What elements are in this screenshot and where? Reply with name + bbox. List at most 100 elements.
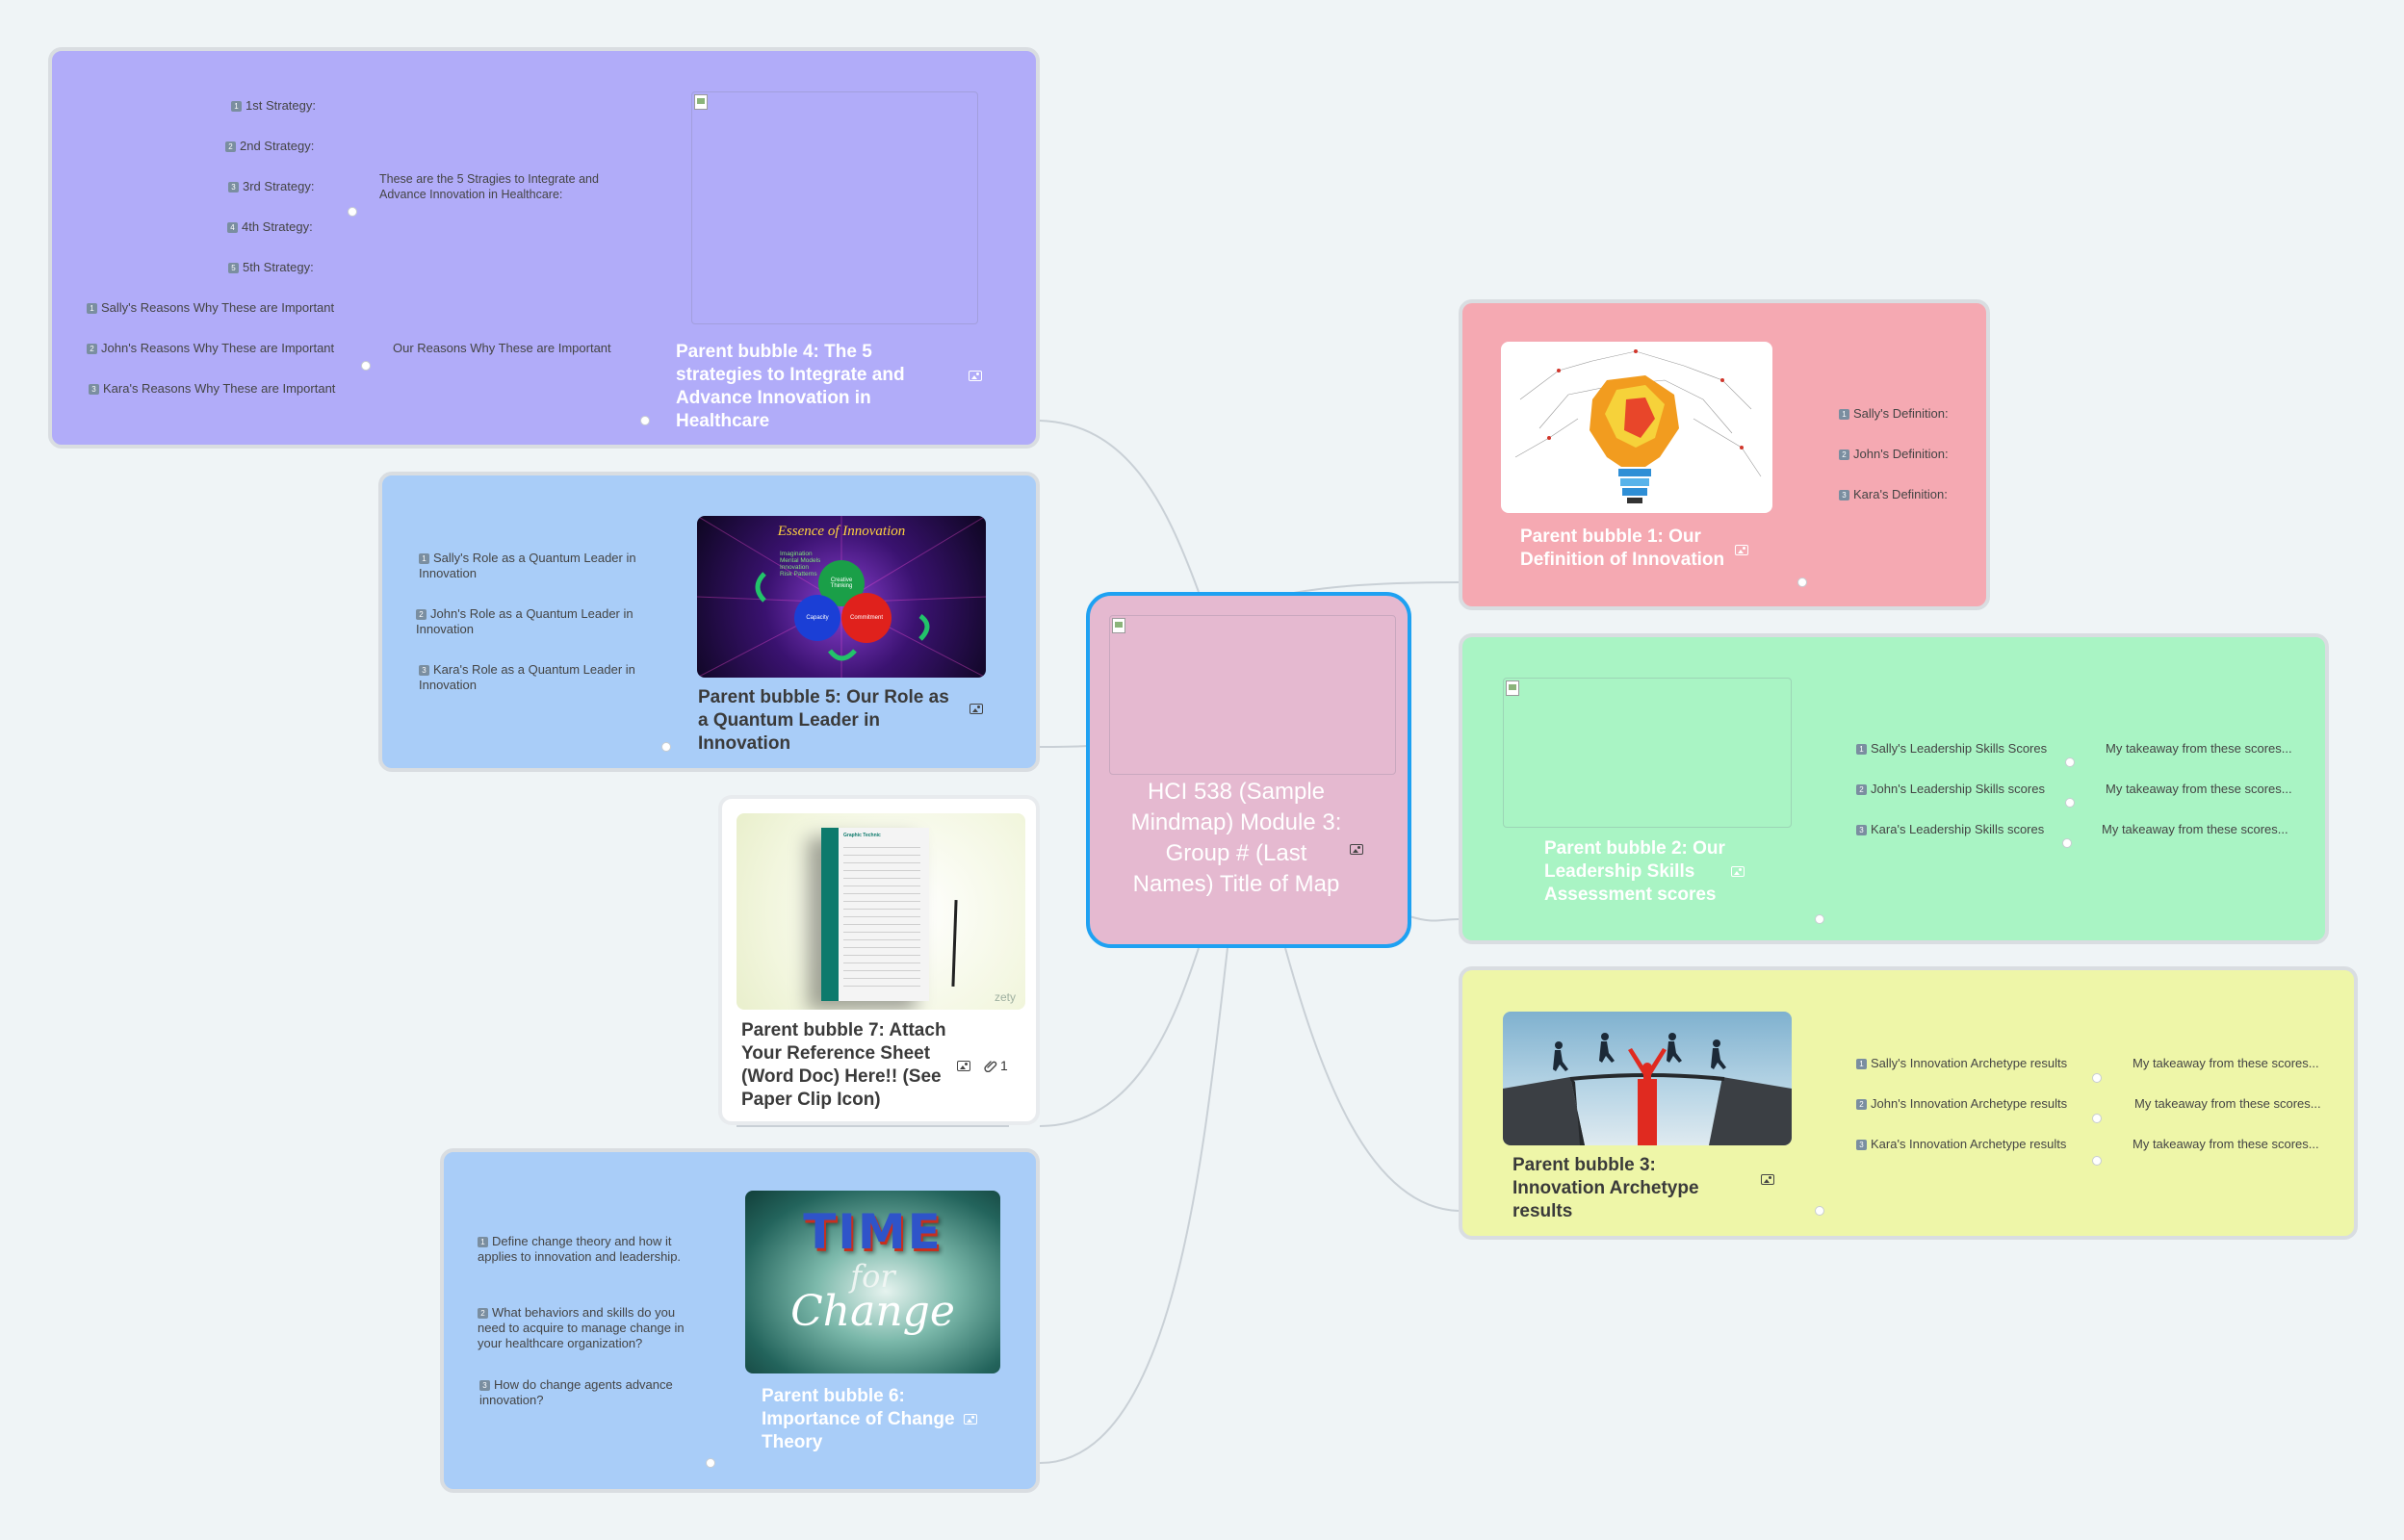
parent-bubble-4[interactable]: Parent bubble 4: The 5 strategies to Int… — [48, 47, 1040, 449]
paperclip-icon[interactable] — [984, 1059, 997, 1072]
number-badge: 3 — [1856, 1140, 1867, 1150]
number-badge: 3 — [1856, 825, 1867, 835]
parent-bubble-7[interactable]: Graphic Technic zety Parent bubble 7: At… — [718, 795, 1040, 1125]
connector-dot — [2062, 838, 2072, 848]
image-icon[interactable] — [957, 1061, 970, 1071]
takeaway-item[interactable]: My takeaway from these scores... — [2134, 1096, 2321, 1111]
number-badge: 1 — [231, 101, 242, 112]
number-badge: 3 — [228, 182, 239, 192]
central-title[interactable]: HCI 538 (Sample Mindmap) Module 3: Group… — [1130, 779, 1342, 897]
number-badge: 3 — [89, 384, 99, 395]
number-badge: 3 — [419, 665, 429, 676]
connector-dot — [348, 207, 357, 217]
image-circle-label: Commitment — [849, 615, 883, 621]
image-icon[interactable] — [1761, 1174, 1774, 1185]
image-icon[interactable] — [969, 704, 983, 714]
number-badge: 1 — [1839, 409, 1849, 420]
connector-dot — [661, 742, 671, 752]
parent-bubble-2[interactable]: Parent bubble 2: Our Leadership Skills A… — [1459, 633, 2329, 944]
image-icon[interactable] — [1735, 545, 1748, 555]
image-icon[interactable] — [1350, 844, 1363, 855]
number-badge: 2 — [87, 344, 97, 354]
doc-heading: Graphic Technic — [843, 833, 881, 838]
connector-dot — [640, 416, 650, 425]
time-for-change-image: TIME for Change — [745, 1191, 1000, 1373]
connector-dot — [2092, 1156, 2102, 1166]
broken-image-placeholder — [1503, 678, 1792, 828]
reasons-header[interactable]: Our Reasons Why These are Important — [393, 341, 611, 355]
takeaway-item[interactable]: My takeaway from these scores... — [2106, 782, 2292, 796]
image-icon[interactable] — [969, 371, 982, 381]
bubble-2-title[interactable]: Parent bubble 2: Our Leadership Skills A… — [1544, 838, 1725, 905]
takeaway-item[interactable]: My takeaway from these scores... — [2102, 822, 2288, 836]
image-word-change: Change — [790, 1287, 955, 1336]
number-badge: 5 — [228, 263, 239, 273]
number-badge: 2 — [225, 141, 236, 152]
takeaway-item[interactable]: My takeaway from these scores... — [2106, 741, 2292, 756]
parent-bubble-6[interactable]: TIME for Change Parent bubble 6: Importa… — [440, 1148, 1040, 1493]
broken-image-placeholder — [691, 91, 978, 324]
takeaway-item[interactable]: My takeaway from these scores... — [2133, 1137, 2319, 1151]
bubble-1-title[interactable]: Parent bubble 1: Our Definition of Innov… — [1520, 526, 1725, 570]
strategies-header[interactable]: These are the 5 Stragies to Integrate an… — [379, 172, 599, 201]
image-word-for: for — [850, 1258, 895, 1295]
number-badge: 2 — [478, 1308, 488, 1319]
broken-image-placeholder — [1109, 615, 1396, 775]
number-badge: 2 — [1839, 449, 1849, 460]
parent-bubble-1[interactable]: Parent bubble 1: Our Definition of Innov… — [1459, 299, 1990, 610]
connector-dot — [2092, 1114, 2102, 1123]
connector-dot — [2065, 757, 2075, 767]
image-brand: zety — [994, 990, 1016, 1004]
connector-dot — [2065, 798, 2075, 808]
takeaway-item[interactable]: My takeaway from these scores... — [2133, 1056, 2319, 1070]
image-icon[interactable] — [964, 1414, 977, 1424]
image-icon[interactable] — [1731, 866, 1745, 877]
image-word-time: TIME — [803, 1204, 943, 1260]
attachment-count: 1 — [1000, 1058, 1008, 1073]
number-badge: 1 — [1856, 744, 1867, 755]
image-circle-label: Capacity — [806, 615, 829, 621]
central-topic[interactable]: HCI 538 (Sample Mindmap) Module 3: Group… — [1086, 592, 1411, 948]
bubble-6-title[interactable]: Parent bubble 6: Importance of Change Th… — [762, 1386, 955, 1452]
number-badge: 4 — [227, 222, 238, 233]
number-badge: 1 — [1856, 1059, 1867, 1069]
number-badge: 2 — [416, 609, 427, 620]
number-badge: 1 — [419, 553, 429, 564]
connector-dot — [706, 1458, 715, 1468]
bubble-4-title[interactable]: Parent bubble 4: The 5 strategies to Int… — [676, 342, 905, 431]
reference-doc-image: Graphic Technic zety — [737, 813, 1025, 1010]
parent-bubble-3[interactable]: Parent bubble 3: Innovation Archetype re… — [1459, 966, 2358, 1240]
bubble-3-title[interactable]: Parent bubble 3: Innovation Archetype re… — [1512, 1155, 1699, 1221]
connector-dot — [1815, 914, 1824, 924]
number-badge: 1 — [478, 1237, 488, 1247]
bubble-5-title[interactable]: Parent bubble 5: Our Role as a Quantum L… — [698, 687, 949, 754]
bubble-7-title[interactable]: Parent bubble 7: Attach Your Reference S… — [741, 1020, 946, 1110]
image-caption: Essence of Innovation — [777, 524, 906, 539]
